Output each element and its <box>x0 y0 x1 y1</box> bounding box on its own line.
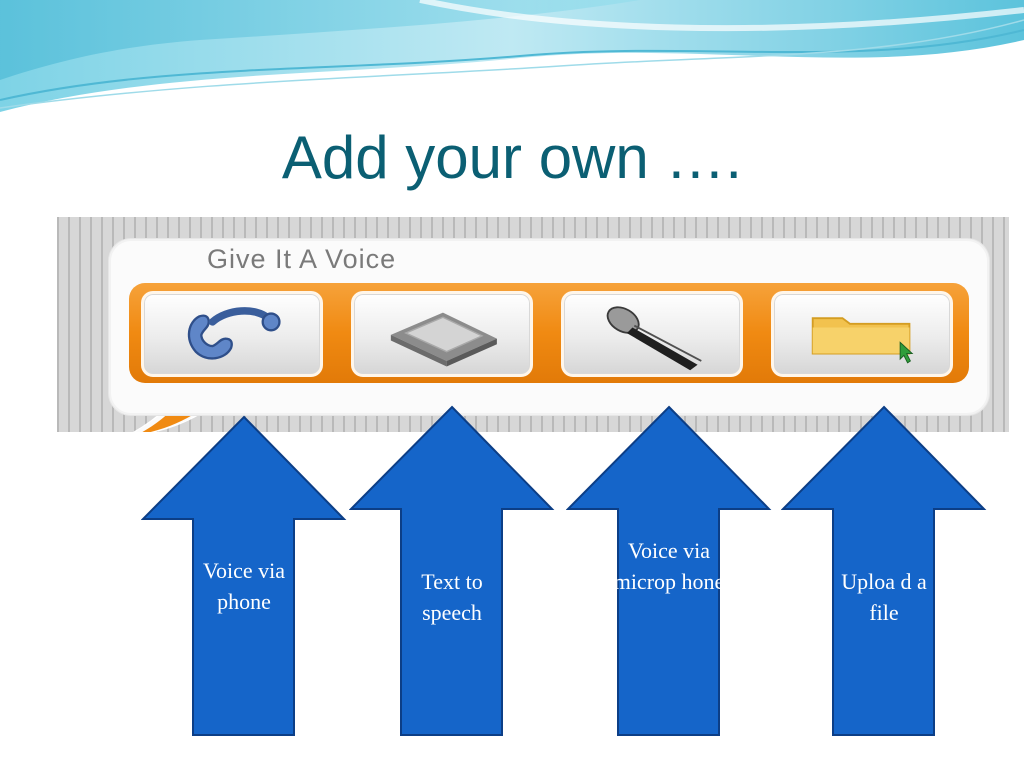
arrow-voice-via-microphone: Voice via microp hone <box>566 405 772 738</box>
voice-via-phone-button[interactable] <box>141 291 323 377</box>
keyboard-key-icon <box>390 312 497 367</box>
arrow-label: Voice via microp hone <box>613 538 725 594</box>
arrow-up-shape <box>141 415 347 736</box>
voice-via-microphone-button[interactable] <box>561 291 743 377</box>
text-to-speech-button[interactable] <box>351 291 533 377</box>
arrow-upload-file: Uploa d a file <box>781 405 987 738</box>
slide-title: Add your own …. <box>281 124 743 191</box>
arrow-up-shape <box>566 405 772 736</box>
arrow-up-shape <box>781 405 987 736</box>
folder-upload-icon <box>811 317 914 364</box>
wave-header-decoration <box>0 0 1024 112</box>
arrow-voice-via-phone: Voice via phone <box>141 405 347 738</box>
give-it-a-voice-widget: Give It A Voice <box>57 217 1009 432</box>
arrow-label: Voice via phone <box>202 558 286 614</box>
widget-title: Give It A Voice <box>207 244 397 274</box>
upload-file-button[interactable] <box>771 291 953 377</box>
microphone-icon <box>606 306 702 371</box>
arrow-up-shape <box>349 405 555 736</box>
arrow-label: Uploa d a file <box>841 569 927 625</box>
arrow-label: Text to speech <box>421 569 483 625</box>
phone-icon <box>187 307 281 360</box>
arrow-text-to-speech: Text to speech <box>349 405 555 738</box>
